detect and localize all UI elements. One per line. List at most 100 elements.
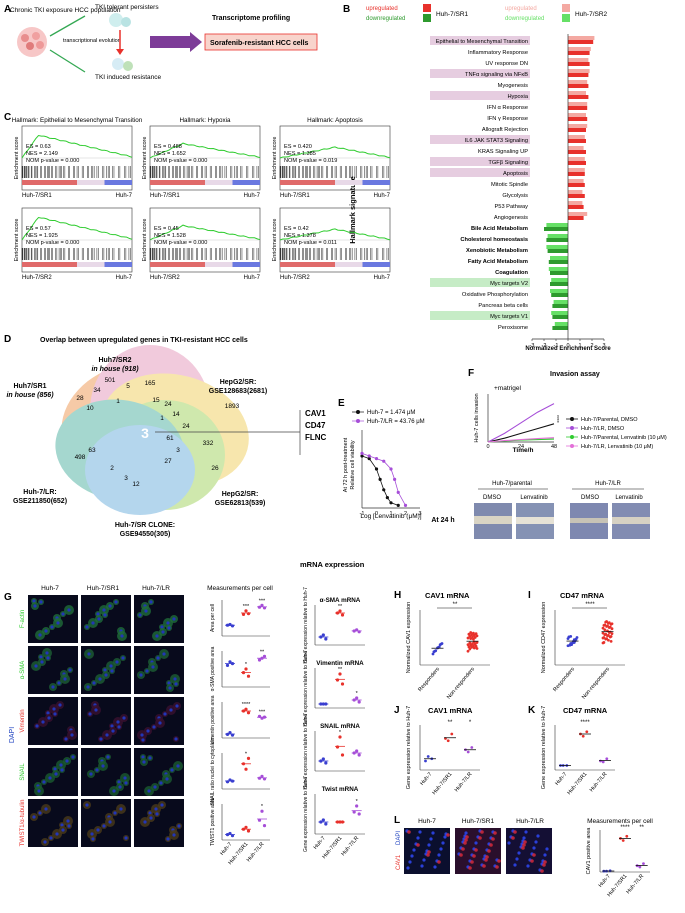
category-label: Pancreas beta cells [478,303,528,309]
panel-a-letter: A [4,4,11,15]
data-point [352,810,356,814]
gsea-pval: NOM p-value = 0.000 [154,158,207,164]
venn-hep1-gse: GSE128683(2681) [209,388,267,395]
gsea-nes: NES = 1.528 [154,233,186,239]
panel-c: C Hallmark: Epithelial to Mesenchymal Tr… [4,112,391,281]
cav1-signal [463,841,467,845]
venn-region-count: 61 [166,435,174,442]
significance-stars: ** [260,649,265,655]
category-label: Xenobiotic Metabolism [466,248,528,254]
category-label: P53 Pathway [494,204,528,210]
dose-point [389,467,393,471]
nucleus [101,764,105,768]
category-highlight [430,36,530,45]
data-point [473,642,477,646]
nucleus [50,625,54,629]
venn-region-count: 3 [176,447,180,454]
cav1-signal [532,853,536,857]
data-point [357,812,361,816]
nucleus [412,848,416,852]
nucleus [67,824,71,828]
data-point [607,633,610,637]
nucleus [99,737,103,741]
nucleus [524,830,528,834]
x-tick-label: Huh-7/SR1 [431,771,453,796]
plot-ylabel: Gene expression relative to Huh-7 [541,706,547,789]
data-point [324,637,328,641]
bar-sr2 [568,124,588,128]
nucleus [534,840,538,844]
nucleus [120,634,124,638]
cav1-signal [487,849,491,853]
legend-swatch-sr2-up [562,4,570,12]
data-point [621,839,625,842]
inv-legend-4: Huh-7/LR, Lenvatinib (10 μM) [581,444,653,450]
data-point [566,637,570,640]
nucleus [140,733,144,737]
gsea-right-label: Huh-7 [374,275,391,281]
bar-sr1 [568,128,586,132]
nucleus [156,656,160,660]
nucleus [160,625,164,629]
nucleus [53,712,57,716]
panel-g-letter: G [4,592,12,603]
gsea-ylabel: Enrichment score [14,137,20,180]
panel-a: A Chronic TKI exposure HCC population TK… [4,4,318,81]
nucleus [45,651,49,655]
bar-sr2 [568,47,591,51]
data-point [470,633,473,637]
evolution-label: transcriptional evolution [63,38,121,44]
venn-set-clone [85,425,195,515]
significance-stars: * [245,751,248,757]
plot-ylabel: Gene expression relative to Huh-7 [303,776,309,852]
gsea-left-label: Huh-7/SR1 [280,193,310,199]
nucleus [149,600,153,604]
nucleus [439,847,443,851]
nucleus [116,720,120,724]
data-point [468,635,472,638]
x-tick-label: 0 [486,444,489,450]
venn-region-count: 14 [172,411,180,418]
nucleus [155,812,159,816]
venn-title: Overlap between upregulated genes in TKI… [40,337,248,344]
data-point [638,865,642,869]
nucleus [38,811,42,815]
venn-region-count: 24 [164,401,172,408]
g-col-lr: Huh-7/LR [142,585,170,592]
bar-sr2 [568,212,588,216]
invasion-title: Invasion assay [550,371,600,378]
cav1-signal [497,859,501,863]
invasion-stars: **** [553,415,559,423]
bar-sr1 [568,51,590,55]
cav1-signal [491,837,495,841]
gsea-nes: NES = 1.925 [26,233,58,239]
legend-up1: upregulated [366,6,398,12]
data-point [599,759,602,763]
cav1-signal [478,836,482,840]
gsea-pval: NOM p-value = 0.019 [284,158,337,164]
rank-bar-red [280,180,335,185]
x-tick-label: -2 [542,343,547,349]
dose-point [367,454,371,458]
x-tick-label: 48 [551,444,557,450]
data-point [475,647,479,650]
bar-sr2 [551,278,568,282]
nucleus [63,677,67,681]
nucleus [153,785,157,789]
x-tick-label: 24 [518,444,524,450]
gsea-pval: NOM p-value = 0.000 [154,240,207,246]
nucleus [38,633,42,637]
nucleus [443,835,447,839]
data-point [570,643,573,647]
significance-stars: ** [338,604,343,610]
nucleus [55,832,59,836]
rank-bar-mid [205,262,233,267]
data-point [244,707,248,711]
data-point [472,633,476,637]
data-point [324,761,328,765]
panel-k-title: CD47 mRNA [563,706,608,715]
rank-bar-blue [104,262,132,267]
nucleus [97,617,101,621]
bar-sr2 [554,322,568,326]
